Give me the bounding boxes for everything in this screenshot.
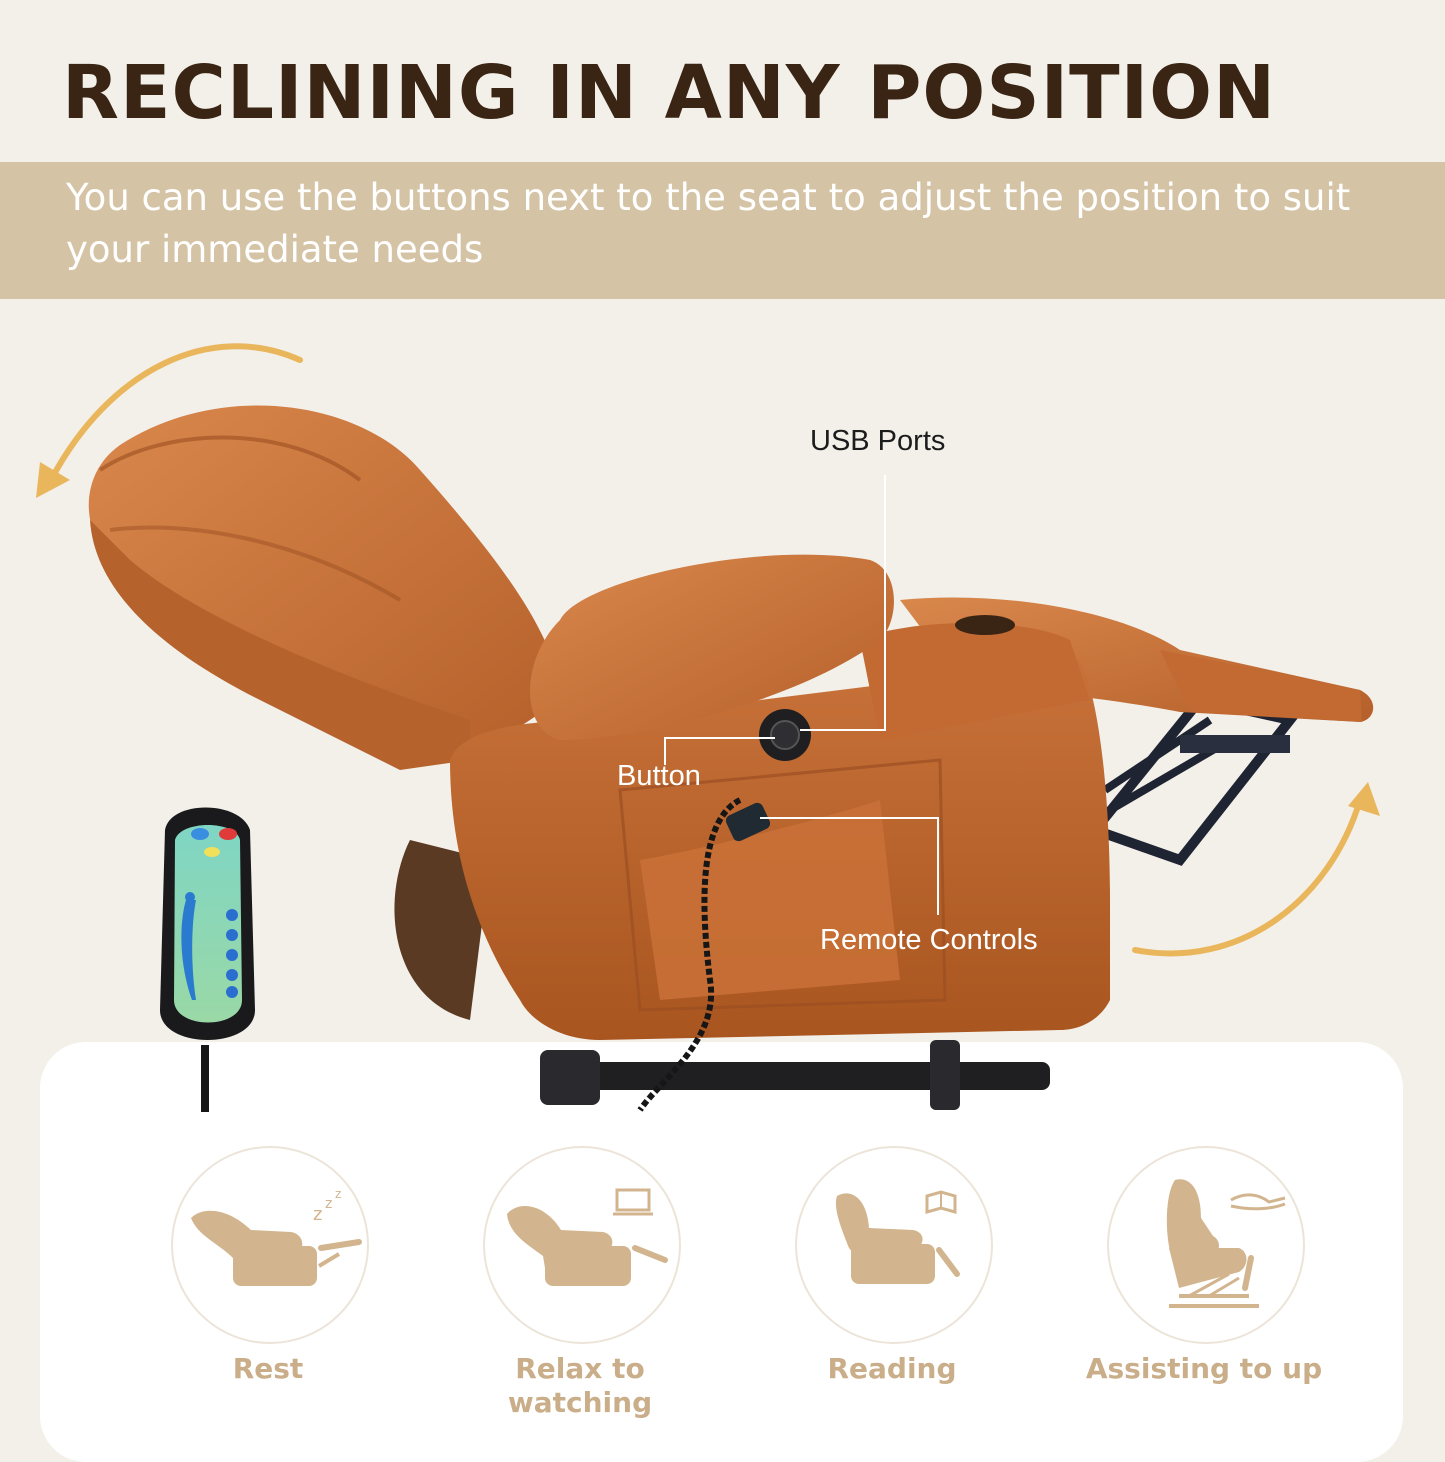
- mode-rest: z z z Rest: [148, 1146, 388, 1436]
- mode-rest-label: Rest: [232, 1352, 304, 1385]
- chair-body: [450, 623, 1110, 1040]
- mode-rest-circle: z z z: [171, 1146, 369, 1344]
- mode-assisting-up-circle: [1107, 1146, 1305, 1344]
- subtitle-band: [0, 162, 1445, 299]
- recline-arrow-bottom-icon: [1132, 782, 1380, 957]
- button-label: Button: [617, 760, 701, 792]
- chair-backrest: [88, 405, 560, 770]
- remote-control-device: [160, 807, 255, 1112]
- svg-text:z: z: [335, 1187, 341, 1201]
- mode-relax-watching: Relax to watching: [460, 1146, 700, 1436]
- mode-reading-label: Reading: [827, 1352, 957, 1385]
- chair-armrest: [530, 554, 1015, 740]
- usb-ports-label: USB Ports: [810, 425, 946, 457]
- rest-recline-icon: z z z: [191, 1187, 362, 1286]
- svg-text:z: z: [313, 1204, 322, 1225]
- mode-assisting-up-label: Assisting to up: [1085, 1352, 1323, 1385]
- lift-assist-icon: [1166, 1179, 1286, 1308]
- seat-control-button[interactable]: [759, 709, 811, 761]
- mode-reading-circle: [795, 1146, 993, 1344]
- page-title: RECLINING IN ANY POSITION: [62, 50, 1277, 136]
- remote-controls-label: Remote Controls: [820, 924, 1038, 956]
- callout-lines: [664, 475, 939, 915]
- mode-assisting-up: Assisting to up: [1084, 1146, 1324, 1436]
- tv-watching-icon: [507, 1188, 668, 1286]
- mode-relax-watching-label: Relax to watching: [507, 1352, 653, 1419]
- page-subtitle: You can use the buttons next to the seat…: [66, 176, 1351, 271]
- mode-reading: Reading: [772, 1146, 1012, 1436]
- reading-book-icon: [835, 1190, 960, 1284]
- lift-base-mechanism: [540, 694, 1299, 1110]
- svg-text:z: z: [325, 1196, 332, 1212]
- mode-relax-watching-circle: [483, 1146, 681, 1344]
- recline-arrow-top-icon: [36, 343, 303, 498]
